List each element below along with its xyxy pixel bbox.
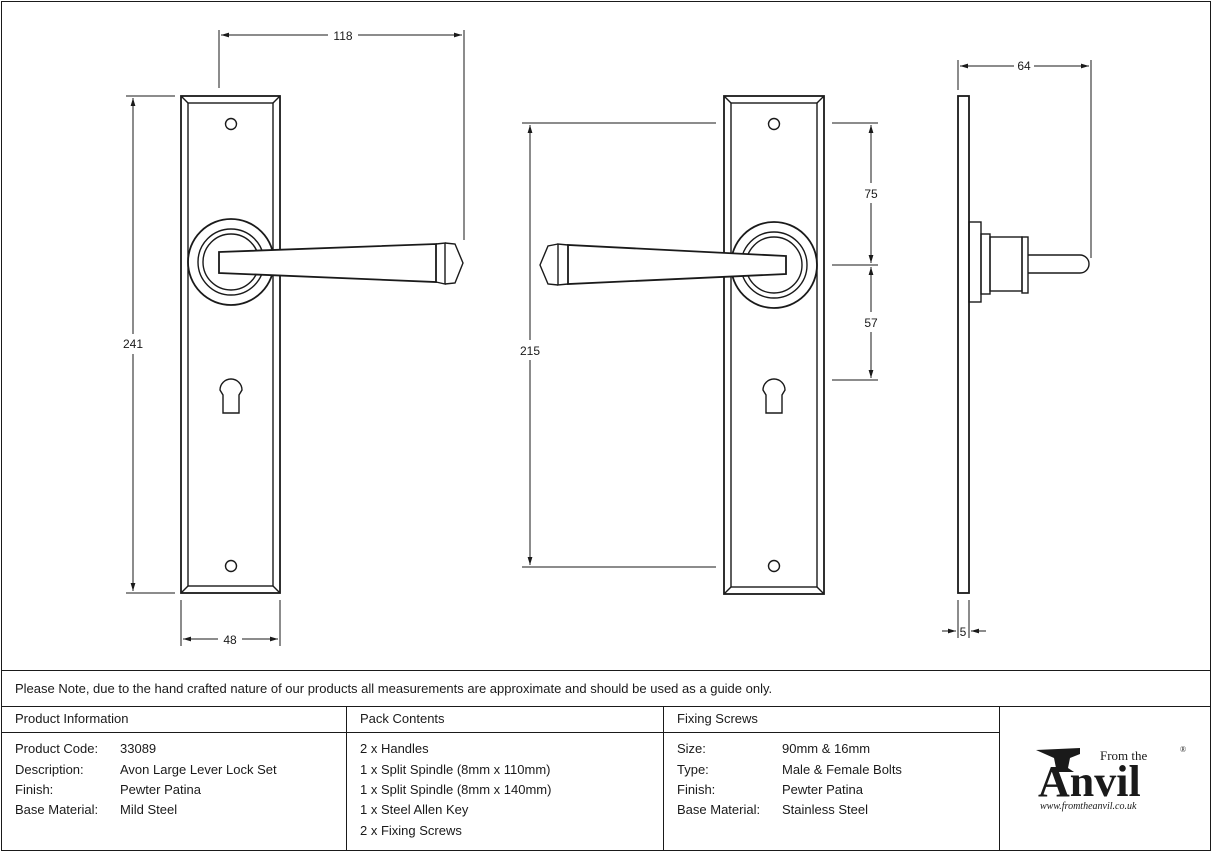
pack-item: 2 x Fixing Screws bbox=[360, 823, 462, 838]
divider-note bbox=[1, 706, 1211, 707]
divider-top bbox=[1, 670, 1211, 671]
dim-5: 5 bbox=[960, 625, 967, 639]
product-code-value: 33089 bbox=[120, 741, 157, 756]
product-code-label: Product Code: bbox=[15, 741, 99, 756]
logo-url: www.fromtheanvil.co.uk bbox=[1040, 801, 1137, 812]
front-view-right bbox=[539, 95, 825, 595]
side-view bbox=[957, 95, 1090, 594]
base-material-label: Base Material: bbox=[15, 802, 99, 817]
anvil-icon bbox=[1036, 748, 1080, 772]
screw-finish-label: Finish: bbox=[677, 782, 716, 797]
dimension-lines bbox=[126, 30, 1092, 646]
screw-finish-value: Pewter Patina bbox=[782, 782, 863, 797]
technical-drawing: 118 241 48 215 75 57 64 5 bbox=[123, 29, 1092, 647]
pack-item: 2 x Handles bbox=[360, 741, 429, 756]
pack-item: 1 x Split Spindle (8mm x 140mm) bbox=[360, 782, 552, 797]
front-view-left bbox=[180, 95, 464, 594]
screw-type-label: Type: bbox=[677, 762, 709, 777]
finish-value: Pewter Patina bbox=[120, 782, 201, 797]
description-label: Description: bbox=[15, 762, 84, 777]
screw-type-value: Male & Female Bolts bbox=[782, 762, 902, 777]
pack-item: 1 x Split Spindle (8mm x 110mm) bbox=[360, 762, 551, 777]
column-divider-1 bbox=[346, 706, 347, 851]
screw-material-label: Base Material: bbox=[677, 802, 761, 817]
column-divider-2 bbox=[663, 706, 664, 851]
fixing-screws-heading: Fixing Screws bbox=[677, 711, 758, 726]
dim-48: 48 bbox=[223, 633, 237, 647]
product-info-heading: Product Information bbox=[15, 711, 129, 726]
screw-size-label: Size: bbox=[677, 741, 706, 756]
dim-241: 241 bbox=[123, 337, 143, 351]
dim-215: 215 bbox=[520, 344, 540, 358]
logo-registered: ® bbox=[1180, 745, 1186, 754]
description-value: Avon Large Lever Lock Set bbox=[120, 762, 277, 777]
anvil-logo: From the ® Anvil www.fromtheanvil.co.uk bbox=[1036, 745, 1186, 812]
screw-size-value: 90mm & 16mm bbox=[782, 741, 871, 756]
dim-57: 57 bbox=[864, 316, 878, 330]
measurement-note: Please Note, due to the hand crafted nat… bbox=[15, 681, 773, 696]
finish-label: Finish: bbox=[15, 782, 54, 797]
screw-material-value: Stainless Steel bbox=[782, 802, 868, 817]
logo-brand: Anvil bbox=[1038, 757, 1141, 806]
base-material-value: Mild Steel bbox=[120, 802, 178, 817]
dim-64: 64 bbox=[1017, 59, 1031, 73]
divider-headings bbox=[1, 732, 999, 733]
dim-118: 118 bbox=[333, 29, 352, 43]
pack-contents-heading: Pack Contents bbox=[360, 711, 445, 726]
column-divider-3 bbox=[999, 706, 1000, 851]
pack-item: 1 x Steel Allen Key bbox=[360, 802, 469, 817]
logo-from-the: From the bbox=[1100, 748, 1148, 763]
dim-75: 75 bbox=[864, 187, 878, 201]
